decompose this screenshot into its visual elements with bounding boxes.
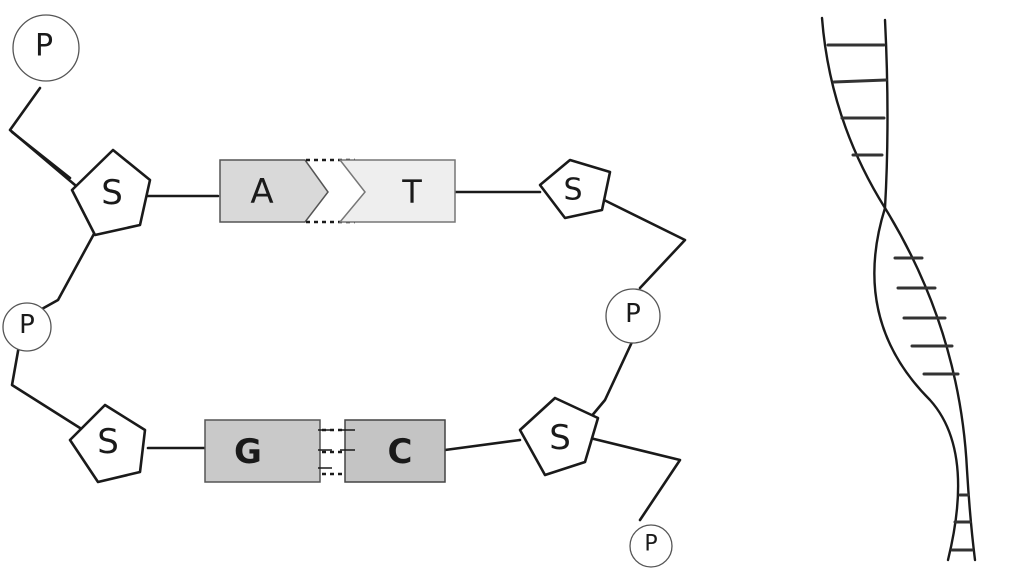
- phosphate-label: P: [35, 29, 53, 64]
- sugar-label: S: [549, 418, 571, 458]
- phosphate-mid-right: P: [605, 288, 661, 344]
- base-a-label: A: [250, 172, 273, 212]
- base-c: [344, 419, 446, 483]
- phosphate-top-left: P: [12, 14, 80, 82]
- base-pair-g-c: G C: [204, 419, 446, 483]
- base-g: [204, 419, 321, 483]
- phosphate-bottom-right: P: [629, 524, 673, 568]
- right-backbone: [588, 196, 687, 522]
- base-c-label: C: [388, 432, 413, 472]
- helix-strand-1: [820, 16, 977, 562]
- base-pair-a-t: A T: [219, 158, 456, 224]
- base-g-label: G: [234, 432, 262, 472]
- phosphate-label: P: [625, 299, 641, 329]
- sugar-top-right: S: [538, 158, 612, 220]
- helix-strand-2: [873, 18, 960, 562]
- sugar-bottom-left: S: [68, 403, 147, 484]
- sugar-bottom-right: S: [518, 396, 600, 477]
- sugar-top-left: S: [70, 148, 152, 237]
- base-t-label: T: [401, 173, 422, 211]
- left-backbone: [8, 86, 97, 430]
- sugar-label: S: [101, 173, 123, 213]
- base-a: [219, 159, 329, 223]
- phosphate-label: P: [644, 532, 657, 557]
- double-helix: [820, 16, 977, 562]
- sugar-base-links: [146, 190, 542, 452]
- base-t: [338, 159, 456, 223]
- sugar-label: S: [563, 173, 582, 208]
- phosphate-label: P: [19, 310, 35, 340]
- sugar-label: S: [97, 422, 119, 462]
- phosphate-mid-left: P: [2, 302, 52, 352]
